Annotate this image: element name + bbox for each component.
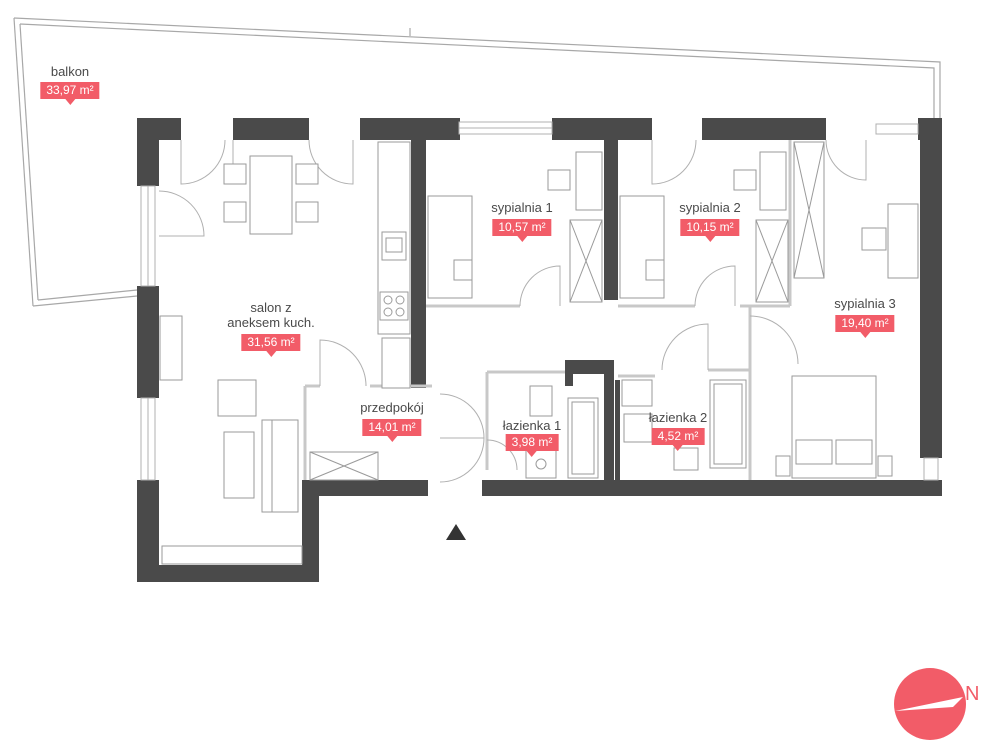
north-compass-icon (894, 668, 966, 740)
area-badge-przedpokoj: 14,01 m² (362, 419, 422, 442)
room-label-przedpokoj: przedpokój (360, 400, 424, 415)
windows (140, 121, 939, 481)
room-label-salon: salon z aneksem kuch. (227, 300, 315, 330)
room-label-sypialnia-2: sypialnia 2 (679, 200, 741, 215)
room-label-sypialnia-3: sypialnia 3 (834, 296, 896, 311)
room-label-balkon: balkon (50, 64, 90, 79)
room-label-lazienka-2: łazienka 2 (648, 410, 708, 425)
room-label-lazienka-1: łazienka 1 (502, 418, 562, 433)
entrance-arrow-icon (446, 524, 466, 540)
exterior-walls (137, 118, 942, 582)
area-badge-salon: 31,56 m² (241, 334, 301, 357)
area-badge-lazienka-1: 3,98 m² (505, 434, 559, 457)
interior-walls (411, 140, 620, 486)
area-badge-sypialnia-3: 19,40 m² (835, 315, 895, 338)
area-badge-lazienka-2: 4,52 m² (651, 428, 705, 451)
area-badge-sypialnia-2: 10,15 m² (680, 219, 740, 242)
area-badge-balkon: 33,97 m² (40, 82, 100, 105)
balcony-outline (13, 17, 941, 307)
room-label-sypialnia-1: sypialnia 1 (491, 200, 553, 215)
doors (158, 139, 867, 483)
furniture (159, 141, 919, 565)
area-badge-sypialnia-1: 10,57 m² (492, 219, 552, 242)
compass-north-label: N (965, 683, 980, 705)
partitions (303, 140, 792, 480)
